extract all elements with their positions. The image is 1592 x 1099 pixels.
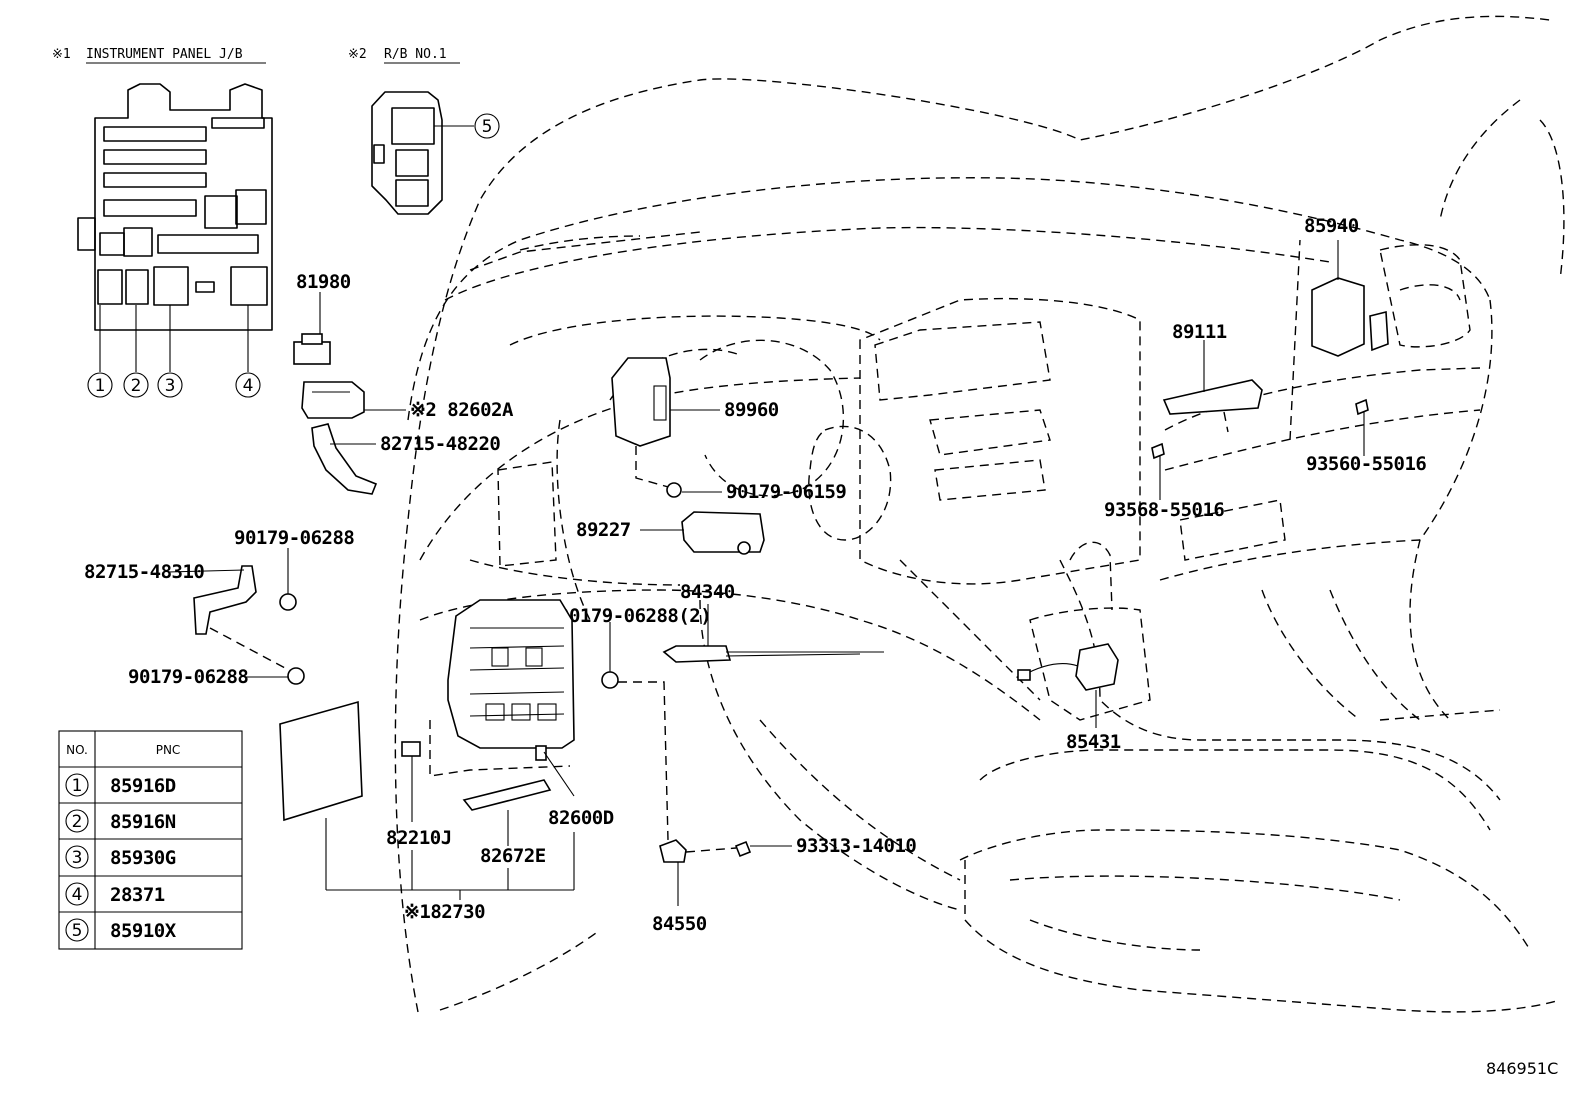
table-row: 4 28371 <box>65 882 165 906</box>
table-row-no: 4 <box>72 885 83 905</box>
table-row: 1 85916D <box>65 773 176 797</box>
table-row-no: 1 <box>72 776 83 796</box>
inset-header-relay-block: ※2 R/B NO.1 <box>348 47 460 64</box>
table-row-pnc: 28371 <box>110 884 165 906</box>
part-label: 90179-06288(2) <box>558 605 711 627</box>
relay-block-drawing <box>371 91 474 215</box>
part-label: 82672E <box>480 845 546 867</box>
inset-header-instrument-panel: ※1 INSTRUMENT PANEL J/B <box>52 47 266 64</box>
table-row: 2 85916N <box>65 809 176 833</box>
part-label: ※182730 <box>404 901 485 923</box>
part-label: 82600D <box>548 807 614 829</box>
table-row-pnc: 85916D <box>110 775 176 797</box>
part-label: 82715-48310 <box>84 561 204 583</box>
table-row: 5 85910X <box>65 918 177 942</box>
interior-outline <box>394 15 1565 1013</box>
part-label: ※2 82602A <box>410 399 514 421</box>
inset-title: R/B NO.1 <box>384 47 447 62</box>
inset-title: INSTRUMENT PANEL J/B <box>86 47 243 62</box>
part-label: 89227 <box>576 519 631 541</box>
table-row-pnc: 85916N <box>110 811 176 833</box>
part-90179-06288-nut-b: 90179-06288 <box>128 666 305 688</box>
part-90179-06288-2-nut: 90179-06288(2) <box>558 605 712 841</box>
part-label: 82715-48220 <box>380 433 500 455</box>
callout-2: 2 <box>123 372 149 398</box>
part-89960-sensor: 89960 <box>611 357 779 489</box>
part-82600d-clip: 82600D <box>535 745 614 829</box>
part-90179-06159-nut: 90179-06159 <box>666 481 847 503</box>
part-jb-cover <box>279 700 363 822</box>
part-81980-relay: 81980 <box>293 271 351 365</box>
table-row-pnc: 85910X <box>110 920 177 942</box>
part-label: 89111 <box>1172 321 1227 343</box>
table-row: 3 85930G <box>65 845 176 869</box>
part-84340-switch: 84340 <box>662 581 884 663</box>
part-82715-48220-bracket: 82715-48220 <box>311 423 501 495</box>
part-label: 93560-55016 <box>1306 453 1426 475</box>
part-label: 90179-06288 <box>128 666 248 688</box>
part-93560-55016-screw: 93560-55016 <box>1306 398 1427 475</box>
callout-5: 5 <box>474 113 500 139</box>
callout-number: 1 <box>95 376 106 396</box>
table-header-pnc: PNC <box>156 743 181 757</box>
callout-4: 4 <box>235 372 261 398</box>
table-header-no: NO. <box>66 743 88 757</box>
part-label: 93568-55016 <box>1104 499 1224 521</box>
part-label: 85431 <box>1066 731 1121 753</box>
inset-mark: ※2 <box>348 47 367 62</box>
callout-number: 3 <box>165 376 176 396</box>
part-82730-leader: ※182730 <box>325 818 575 923</box>
part-label: 90179-06288 <box>234 527 354 549</box>
callout-number: 2 <box>131 376 142 396</box>
part-93313-14010-screw: 93313-14010 <box>685 835 917 858</box>
part-84550-switch: 84550 <box>652 839 707 935</box>
callout-1: 1 <box>87 372 113 398</box>
table-row-no: 5 <box>72 921 83 941</box>
part-label: 93313-14010 <box>796 835 916 857</box>
instrument-panel-jb-drawing <box>77 83 273 372</box>
part-82715-48310-bracket: 82715-48310 <box>84 561 301 677</box>
part-90179-06288-nut-a: 90179-06288 <box>234 527 355 611</box>
table-row-no: 3 <box>72 848 83 868</box>
part-85940-module: 85940 <box>1304 215 1389 357</box>
table-row-no: 2 <box>72 812 83 832</box>
part-label: 82210J <box>386 827 452 849</box>
callout-number: 5 <box>482 117 493 137</box>
part-label: 85940 <box>1304 215 1359 237</box>
callout-3: 3 <box>157 372 183 398</box>
part-label: 84550 <box>652 913 707 935</box>
part-82602a-relay-block: ※2 82602A <box>301 381 514 421</box>
part-85431-shift-switch: 85431 <box>1017 643 1121 753</box>
part-label: 89960 <box>724 399 779 421</box>
part-82672e-cover: 82672E <box>462 779 552 867</box>
part-label: 81980 <box>296 271 351 293</box>
part-89111-receiver: 89111 <box>1162 321 1263 433</box>
callout-number: 4 <box>243 376 254 396</box>
diagram-code: 846951C <box>1486 1059 1558 1078</box>
table-row-pnc: 85930G <box>110 847 176 869</box>
inset-mark: ※1 <box>52 47 71 62</box>
part-label: 90179-06159 <box>726 481 846 503</box>
part-93568-55016-screw: 93568-55016 <box>1104 442 1225 521</box>
pnc-table: NO. PNC 1 85916D 2 85916N 3 85930G 4 283… <box>58 730 243 950</box>
part-label: 84340 <box>680 581 735 603</box>
part-82730-junction-block <box>429 599 575 777</box>
part-82210j-connector: 82210J <box>386 741 452 849</box>
part-89227-module: 89227 <box>576 511 765 555</box>
